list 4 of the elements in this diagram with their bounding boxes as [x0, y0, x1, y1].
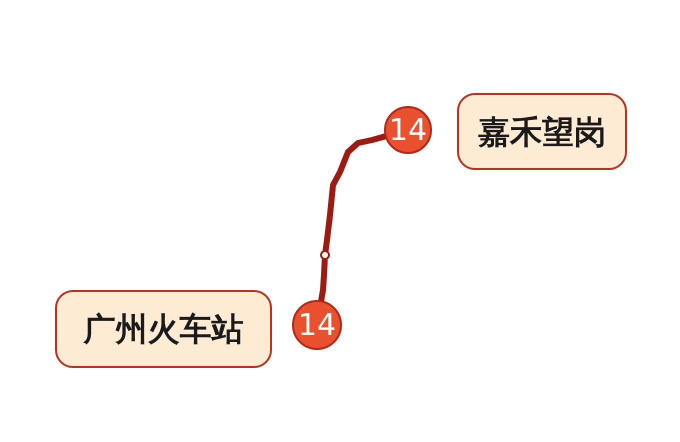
- station-label: 广州火车站: [55, 290, 272, 368]
- line-number-badge: 14: [384, 106, 432, 154]
- station-label: 嘉禾望岗: [457, 93, 627, 170]
- line-number-badge: 14: [292, 300, 342, 350]
